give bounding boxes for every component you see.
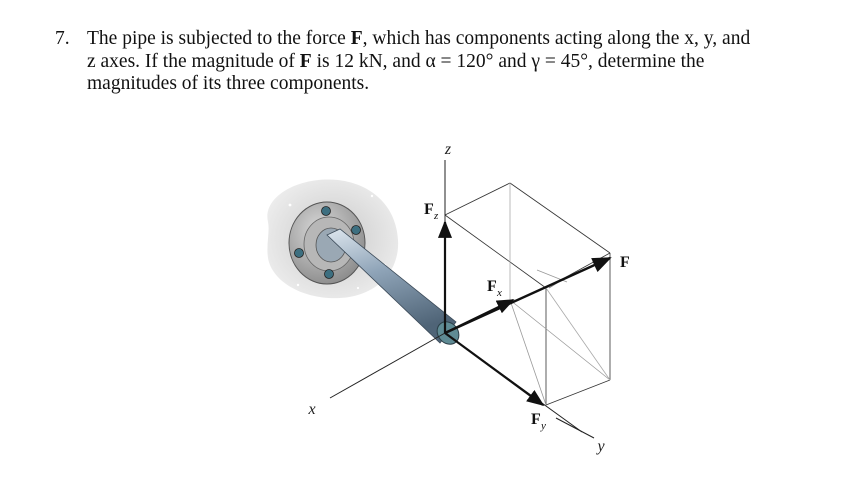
force-fy-sub: y <box>540 420 546 432</box>
fy-arrow <box>444 332 545 407</box>
problem-line2-bold: F <box>299 50 312 72</box>
component-box <box>444 182 611 406</box>
problem-number: 7. <box>55 28 70 49</box>
force-fx-main: F <box>487 278 497 295</box>
force-vectors <box>437 220 612 407</box>
force-fx-label: F x <box>487 278 502 299</box>
problem-line1-c: , which has components acting along the … <box>362 28 751 49</box>
force-fx-sub: x <box>496 287 502 299</box>
axis-y-label: y <box>595 438 605 455</box>
force-fz-sub: z <box>433 210 439 222</box>
problem-text: The pipe is subjected to the force F, wh… <box>87 28 845 96</box>
force-fy-label: F y <box>531 411 546 432</box>
force-fz-main: F <box>424 201 434 218</box>
problem-statement: 7. The pipe is subjected to the force F,… <box>55 28 845 96</box>
axis-x-label: x <box>307 401 315 418</box>
f-arrow <box>444 256 612 335</box>
axis-z-label: z <box>444 141 452 158</box>
force-fy-main: F <box>531 411 541 428</box>
problem-line2-a: z axes. If the magnitude of <box>87 50 300 72</box>
problem-line1-a: The pipe is subjected to the force <box>87 28 351 49</box>
force-fz-label: F z <box>424 201 439 222</box>
force-f-label: F <box>620 254 630 271</box>
x-axis-line <box>329 332 446 399</box>
problem-line2-c: is 12 kN, and α = 120° and γ = 45°, dete… <box>311 50 705 72</box>
problem-line3: magnitudes of its three components. <box>87 73 370 94</box>
problem-line1-bold: F <box>350 28 363 49</box>
y-axis-line-far <box>555 417 595 439</box>
